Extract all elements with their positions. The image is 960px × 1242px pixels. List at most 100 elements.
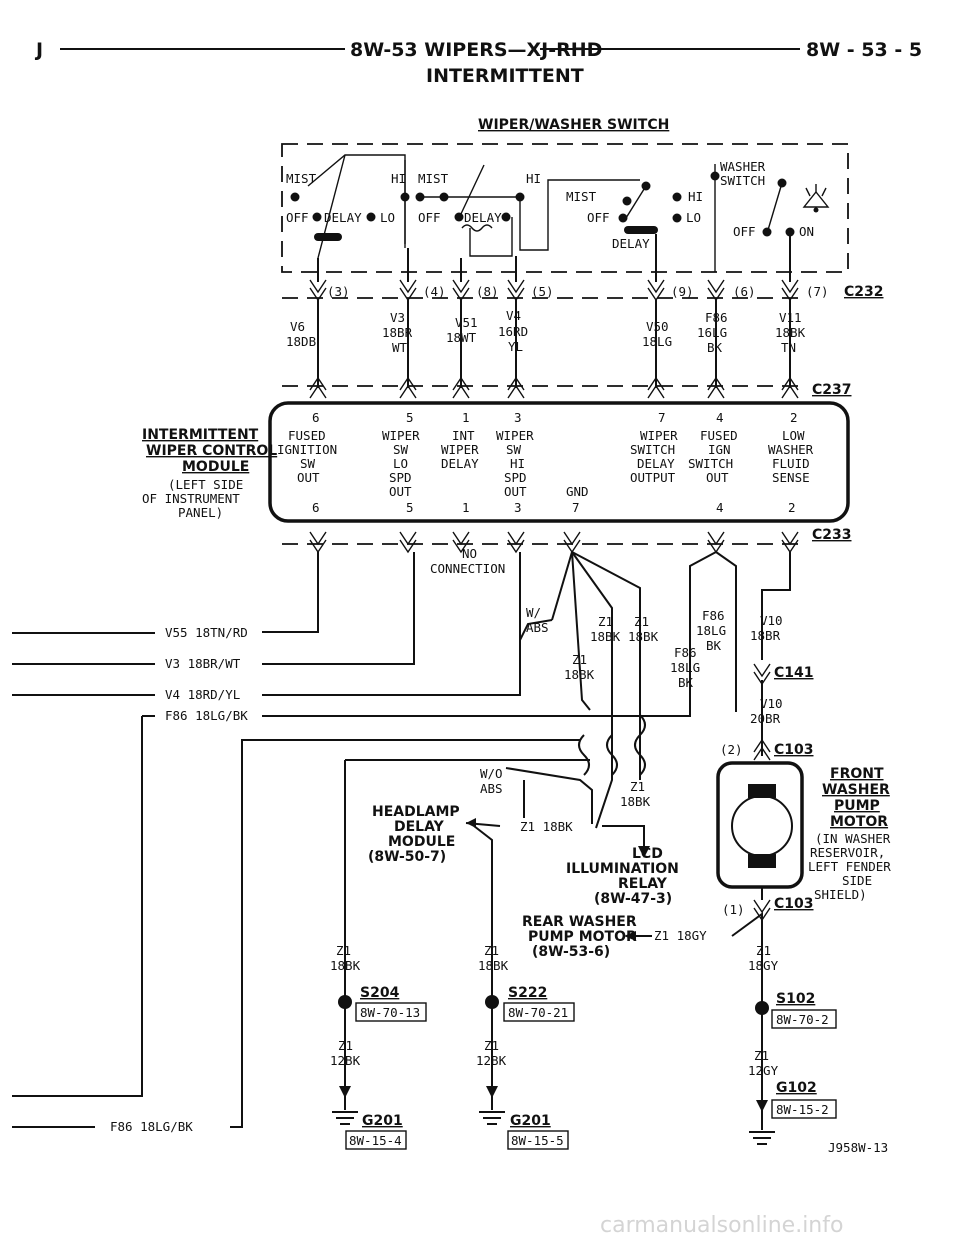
left-wire-v4: V4 18RD/YL bbox=[165, 687, 240, 702]
switch1-delay-contact bbox=[366, 212, 376, 222]
module-top-pin-6: 6 bbox=[312, 410, 320, 425]
c103-bottom-label: C103 bbox=[774, 896, 814, 912]
switch2-resistor bbox=[461, 224, 493, 232]
g201-b-label: G201 bbox=[510, 1113, 551, 1129]
wire-v3-gauge: 18BR bbox=[382, 325, 413, 340]
svg-text:SPD: SPD bbox=[504, 470, 527, 485]
wire-v51-code: V51 bbox=[455, 315, 478, 330]
module-bottom-pin-7: 7 bbox=[572, 500, 580, 515]
switch3-pivot bbox=[641, 181, 651, 191]
s204-splice bbox=[338, 995, 352, 1009]
module-name-3: MODULE bbox=[182, 459, 249, 475]
c233-label: C233 bbox=[812, 527, 852, 543]
c232-pin-5: (5) bbox=[531, 284, 554, 299]
c103-bottom-pin: (1) bbox=[722, 902, 745, 917]
label-hi-3: HI bbox=[688, 189, 703, 204]
z1-d: Z1 bbox=[630, 779, 645, 794]
label-hi-2: HI bbox=[526, 171, 541, 186]
lcd-4: (8W-47-3) bbox=[594, 891, 672, 907]
s222-splice bbox=[485, 995, 499, 1009]
z1-e: Z1 bbox=[336, 943, 351, 958]
z1-i: Z1 bbox=[484, 1038, 499, 1053]
pump-loc-2: RESERVOIR, bbox=[810, 845, 885, 860]
s102-label: S102 bbox=[776, 991, 815, 1007]
ground-icon bbox=[479, 1111, 505, 1125]
svg-text:SW: SW bbox=[393, 442, 409, 457]
module-top-pin-7: 7 bbox=[658, 410, 666, 425]
svg-text:INT: INT bbox=[452, 428, 475, 443]
module-bottom-pin-5: 5 bbox=[406, 500, 414, 515]
v10-b: V10 bbox=[760, 696, 783, 711]
z1-h: Z1 bbox=[338, 1038, 353, 1053]
pump-enclosure bbox=[716, 761, 804, 889]
z1-j: Z1 bbox=[754, 1048, 769, 1063]
label-mist-3: MIST bbox=[566, 189, 597, 204]
f86-bottom-wire: F86 18LG/BK bbox=[110, 1119, 193, 1134]
module-function-col-8: LOW WASHER FLUID SENSE bbox=[768, 428, 814, 485]
z1-rear: Z1 18GY bbox=[654, 928, 707, 943]
lcd-1: LCD bbox=[632, 846, 663, 862]
module-name-2: WIPER CONTROL bbox=[146, 443, 277, 459]
z1-i-gauge: 12BK bbox=[476, 1053, 507, 1068]
wire-v3-code: V3 bbox=[390, 310, 405, 325]
module-function-col-3: INT WIPER DELAY bbox=[441, 428, 479, 471]
module-top-pin-1: 1 bbox=[462, 410, 470, 425]
label-off-2: OFF bbox=[418, 210, 441, 225]
pump-loc-1: (IN WASHER bbox=[815, 831, 891, 846]
s102-splice bbox=[755, 1001, 769, 1015]
lcd-3: RELAY bbox=[618, 876, 668, 892]
c237-connector: C237 bbox=[282, 376, 852, 399]
z1-d-gauge: 18BK bbox=[620, 794, 651, 809]
c232-chevron bbox=[309, 279, 327, 302]
wire-f86-code: F86 bbox=[705, 310, 728, 325]
c232-pin-6: (6) bbox=[733, 284, 756, 299]
module-function-col-2: WIPER SW LO SPD OUT bbox=[382, 428, 420, 499]
svg-text:WIPER: WIPER bbox=[640, 428, 678, 443]
wire-v6-gauge: 18DB bbox=[286, 334, 316, 349]
headlamp-4: (8W-50-7) bbox=[368, 849, 446, 865]
header-page: 8W - 53 - 5 bbox=[806, 39, 922, 61]
svg-text:WIPER: WIPER bbox=[441, 442, 479, 457]
label-off-3: OFF bbox=[587, 210, 610, 225]
f86-a-color: BK bbox=[706, 638, 722, 653]
ground-icon bbox=[749, 1131, 775, 1145]
module-function-col-4: WIPER SW HI SPD OUT bbox=[496, 428, 534, 499]
header-left: J bbox=[34, 39, 43, 61]
module-bottom-pin-3: 3 bbox=[514, 500, 522, 515]
switch1-blade bbox=[317, 154, 346, 259]
w-abs-1: W/ bbox=[526, 605, 541, 620]
label-mist-1: MIST bbox=[286, 171, 317, 186]
z1-g: Z1 bbox=[756, 943, 771, 958]
c232-pins: (3) (4) (8) (5) (9) (6) (7) C232 bbox=[282, 279, 884, 302]
v10-a-gauge: 18BR bbox=[750, 628, 781, 643]
f86-a: F86 bbox=[702, 608, 725, 623]
svg-text:LOW: LOW bbox=[782, 428, 805, 443]
c232-label: C232 bbox=[844, 284, 884, 300]
switch3-hi-contact bbox=[672, 192, 682, 202]
z1-a-gauge: 18BK bbox=[590, 629, 621, 644]
label-delay-3: DELAY bbox=[612, 236, 650, 251]
svg-text:IGNITION: IGNITION bbox=[277, 442, 337, 457]
header-title: 8W-53 WIPERS—XJ-RHD bbox=[350, 39, 602, 61]
z1-j-gauge: 12GY bbox=[748, 1063, 779, 1078]
label-mist-2: MIST bbox=[418, 171, 449, 186]
module-loc-1: (LEFT SIDE bbox=[168, 477, 243, 492]
module-function-col-6: WIPER SWITCH DELAY OUTPUT bbox=[630, 428, 678, 485]
module-function-col-1: FUSED IGNITION SW OUT bbox=[277, 428, 337, 485]
rear-washer-1: REAR WASHER bbox=[522, 914, 637, 930]
wire-v6-code: V6 bbox=[290, 319, 305, 334]
module-output-wires: V55 18TN/RD V3 18BR/WT V4 18RD/YL F86 18… bbox=[12, 551, 814, 1128]
module-function-gnd: GND bbox=[566, 484, 589, 499]
left-wire-f86: F86 18LG/BK bbox=[165, 708, 248, 723]
wire-v11-gauge: 18BK bbox=[775, 325, 806, 340]
c233-connector: C233 NO CONNECTION bbox=[282, 527, 852, 576]
svg-text:SENSE: SENSE bbox=[772, 470, 810, 485]
z1-b-gauge: 18BK bbox=[628, 629, 659, 644]
c237-label: C237 bbox=[812, 382, 852, 398]
washer-switch-pivot bbox=[777, 178, 787, 188]
switch1-mist-contact bbox=[290, 192, 300, 202]
z1-e-gauge: 18BK bbox=[330, 958, 361, 973]
module-bottom-pin-6: 6 bbox=[312, 500, 320, 515]
svg-text:SPD: SPD bbox=[389, 470, 412, 485]
w-abs-2: ABS bbox=[526, 620, 549, 635]
